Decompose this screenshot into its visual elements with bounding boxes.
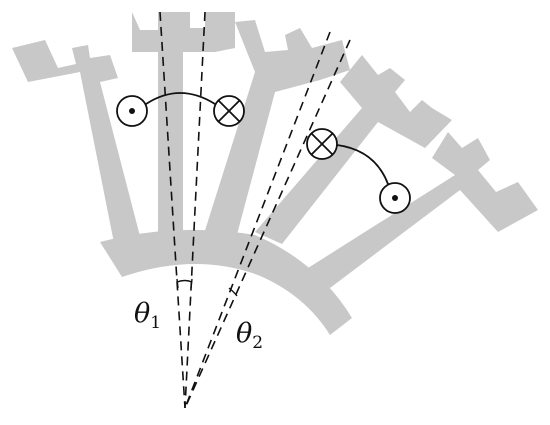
slot-1-right-dashed xyxy=(184,11,206,409)
tooth-2 xyxy=(132,12,235,238)
slot-2-right-dashed xyxy=(184,39,351,409)
theta1-label: θ1 xyxy=(134,298,161,333)
slot-1-left-dashed xyxy=(159,11,186,409)
theta2-label: θ2 xyxy=(236,318,263,353)
winding-2 xyxy=(306,128,411,214)
angle-arcs xyxy=(176,278,238,297)
theta1-tick-left xyxy=(176,278,179,289)
end-connection-1 xyxy=(145,92,216,105)
tooth-5 xyxy=(308,132,538,288)
cross-stroke-b xyxy=(310,132,334,156)
construction-lines xyxy=(159,11,351,409)
conductor-dot-center xyxy=(129,108,135,114)
tooth-1 xyxy=(12,40,142,248)
theta2-arc xyxy=(228,287,238,297)
theta1-arc xyxy=(176,279,193,283)
end-connection-2 xyxy=(336,144,389,185)
slot-2-left-dashed xyxy=(184,31,331,409)
cross-stroke-b xyxy=(217,99,241,123)
stator-yoke xyxy=(100,229,352,335)
winding-1 xyxy=(116,92,245,127)
theta1-tick-right xyxy=(190,278,193,289)
conductor-dot-center xyxy=(392,195,398,201)
